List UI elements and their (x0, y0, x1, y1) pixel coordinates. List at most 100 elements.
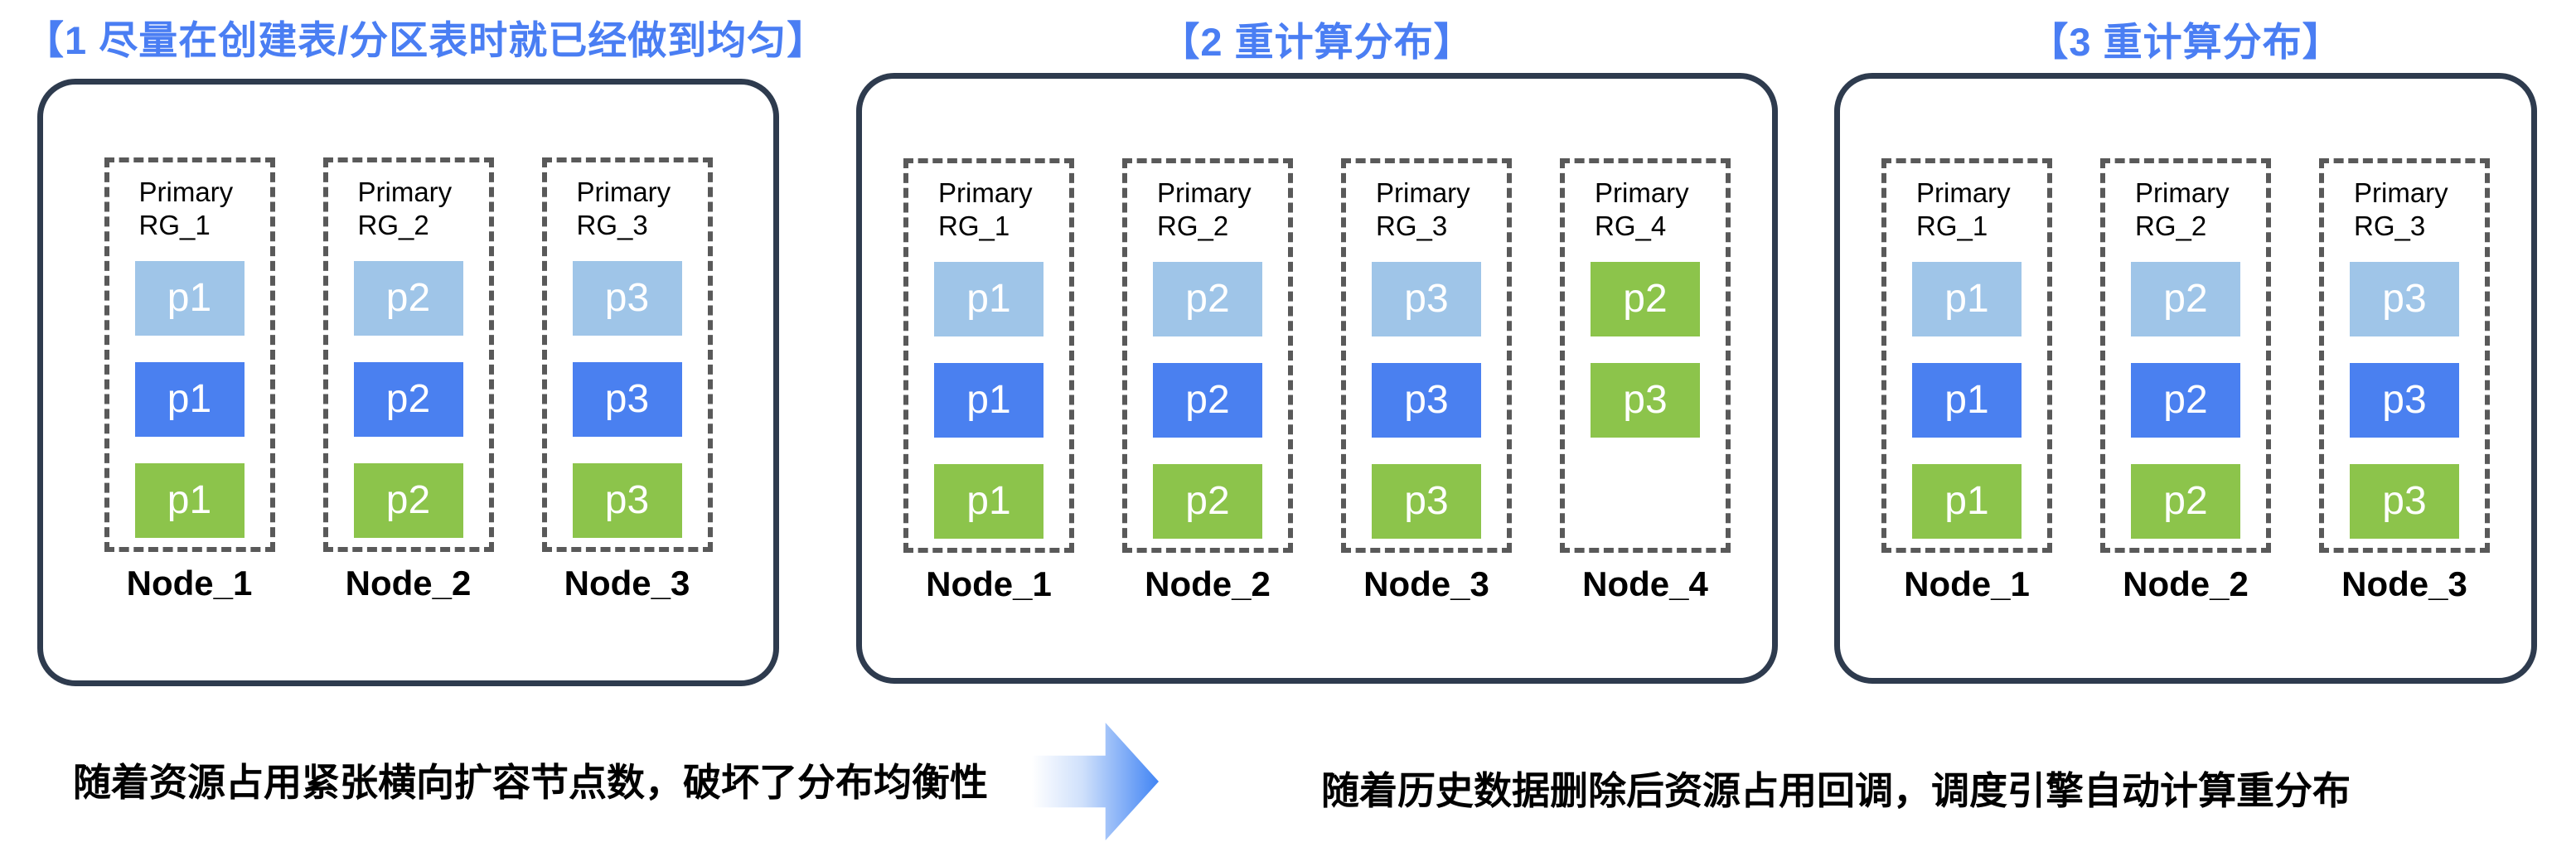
node-label: Node_4 (1582, 564, 1708, 603)
resource-group-box: Primary RG_3 p3 p3 p3 (1341, 158, 1512, 553)
partition-block: p1 (934, 362, 1043, 438)
partition-block: p1 (1912, 463, 2022, 539)
partition-block: p1 (1912, 261, 2022, 336)
resource-group-box: Primary RG_2 p2 p2 p2 (322, 157, 494, 552)
partition-block: p2 (1153, 463, 1262, 539)
rg-label-line1: Primary (2354, 177, 2448, 208)
rg-label-line2: RG_3 (576, 210, 648, 241)
rg-label: Primary RG_1 (109, 176, 270, 243)
rg-label-line1: Primary (1595, 177, 1689, 208)
caption-right: 随着历史数据删除后资源占用回调，调度引擎自动计算重分布 (1321, 769, 2351, 812)
partition-block: p2 (353, 260, 463, 336)
node-group-1: Primary RG_1 p1 p1 p1 Node_1 (104, 157, 275, 680)
node-label: Node_3 (564, 564, 690, 603)
partition-stack: p2 p2 p2 (328, 260, 489, 538)
rg-label-line1: Primary (1376, 177, 1470, 208)
resource-group-box: Primary RG_4 p2 p3 (1560, 158, 1731, 553)
partition-block: p3 (2350, 463, 2459, 539)
rg-label-line2: RG_3 (1376, 211, 1448, 242)
node-group-1: Primary RG_1 p1 p1 p1 Node_1 (1881, 158, 2052, 678)
rg-label-line1: Primary (138, 177, 234, 207)
node-group-3: Primary RG_3 p3 p3 p3 Node_3 (541, 157, 713, 680)
resource-group-box: Primary RG_1 p1 p1 p1 (104, 157, 275, 552)
partition-stack: p2 p3 (1565, 261, 1726, 539)
rg-label-line2: RG_1 (938, 211, 1010, 242)
node-label: Node_1 (926, 564, 1052, 603)
partition-block: p3 (1372, 463, 1481, 539)
caption-left: 随着资源占用紧张横向扩容节点数，破坏了分布均衡性 (73, 761, 988, 804)
rg-label-line1: Primary (1157, 177, 1252, 208)
node-label: Node_2 (1145, 564, 1271, 603)
rg-label-line1: Primary (2135, 177, 2230, 208)
node-group-1: Primary RG_1 p1 p1 p1 Node_1 (903, 158, 1074, 678)
resource-group-box: Primary RG_2 p2 p2 p2 (1122, 158, 1293, 553)
partition-stack: p2 p2 p2 (2105, 261, 2266, 539)
partition-block: p2 (353, 361, 463, 437)
partition-block: p2 (1153, 261, 1262, 336)
node-group-2: Primary RG_2 p2 p2 p2 Node_2 (322, 157, 494, 680)
partition-block: p3 (572, 462, 682, 538)
rg-label: Primary RG_3 (2324, 177, 2485, 244)
partition-stack: p3 p3 p3 (547, 260, 708, 538)
partition-stack: p1 p1 p1 (908, 261, 1069, 539)
partition-block: p3 (2350, 362, 2459, 438)
panel-2-container: Primary RG_1 p1 p1 p1 Node_1 Primary RG_… (856, 73, 1778, 684)
node-group-3: Primary RG_3 p3 p3 p3 Node_3 (1341, 158, 1512, 678)
partition-stack: p3 p3 p3 (1346, 261, 1507, 539)
partition-block: p1 (934, 463, 1043, 539)
partition-block: p2 (1591, 261, 1700, 336)
partition-stack: p3 p3 p3 (2324, 261, 2485, 539)
rg-label-line1: Primary (938, 177, 1033, 208)
node-label: Node_2 (345, 564, 472, 603)
rg-label: Primary RG_3 (1346, 177, 1507, 244)
rg-label-line2: RG_2 (1157, 211, 1229, 242)
rg-label: Primary RG_2 (1127, 177, 1288, 244)
rg-label-line2: RG_3 (2354, 211, 2426, 242)
partition-block: p1 (1912, 362, 2022, 438)
partition-block: p1 (134, 361, 245, 437)
rg-label-line1: Primary (576, 177, 671, 207)
partition-block: p1 (134, 260, 245, 336)
rg-label-line2: RG_1 (138, 210, 211, 241)
resource-group-box: Primary RG_3 p3 p3 p3 (541, 157, 713, 552)
partition-block: p1 (934, 261, 1043, 336)
partition-block: p2 (2131, 261, 2240, 336)
resource-group-box: Primary RG_3 p3 p3 p3 (2319, 158, 2490, 553)
node-label: Node_1 (1904, 564, 2030, 603)
rg-label-line2: RG_2 (2135, 211, 2207, 242)
node-label: Node_3 (2341, 564, 2467, 603)
resource-group-box: Primary RG_2 p2 p2 p2 (2100, 158, 2271, 553)
partition-stack: p2 p2 p2 (1127, 261, 1288, 539)
rg-label-line2: RG_4 (1595, 211, 1667, 242)
partition-stack: p1 p1 p1 (109, 260, 270, 538)
rg-label-line1: Primary (357, 177, 453, 207)
node-group-3: Primary RG_3 p3 p3 p3 Node_3 (2319, 158, 2490, 678)
node-label: Node_3 (1363, 564, 1489, 603)
rg-label-line2: RG_2 (357, 210, 429, 241)
rg-label: Primary RG_1 (908, 177, 1069, 244)
panel-1-container: Primary RG_1 p1 p1 p1 Node_1 Primary RG_… (37, 79, 779, 686)
partition-block: p3 (2350, 261, 2459, 336)
panel-3-title: 【3 重计算分布】 (2029, 20, 2342, 64)
node-label: Node_2 (2123, 564, 2249, 603)
partition-block: p2 (353, 462, 463, 538)
rg-label: Primary RG_1 (1886, 177, 2047, 244)
rg-label: Primary RG_3 (547, 176, 708, 243)
rg-label-line2: RG_1 (1916, 211, 1988, 242)
node-label: Node_1 (126, 564, 253, 603)
rg-label: Primary RG_4 (1565, 177, 1726, 244)
partition-block: p3 (1591, 362, 1700, 438)
partition-block: p2 (2131, 362, 2240, 438)
panel-3-container: Primary RG_1 p1 p1 p1 Node_1 Primary RG_… (1834, 73, 2537, 684)
partition-stack: p1 p1 p1 (1886, 261, 2047, 539)
resource-group-box: Primary RG_1 p1 p1 p1 (903, 158, 1074, 553)
node-group-4: Primary RG_4 p2 p3 Node_4 (1560, 158, 1731, 678)
rg-label: Primary RG_2 (2105, 177, 2266, 244)
partition-block: p3 (1372, 261, 1481, 336)
node-group-2: Primary RG_2 p2 p2 p2 Node_2 (1122, 158, 1293, 678)
partition-block: p3 (572, 361, 682, 437)
panel-2-title: 【2 重计算分布】 (1160, 20, 1474, 64)
rg-label: Primary RG_2 (328, 176, 489, 243)
flow-arrow-icon (1032, 723, 1159, 840)
